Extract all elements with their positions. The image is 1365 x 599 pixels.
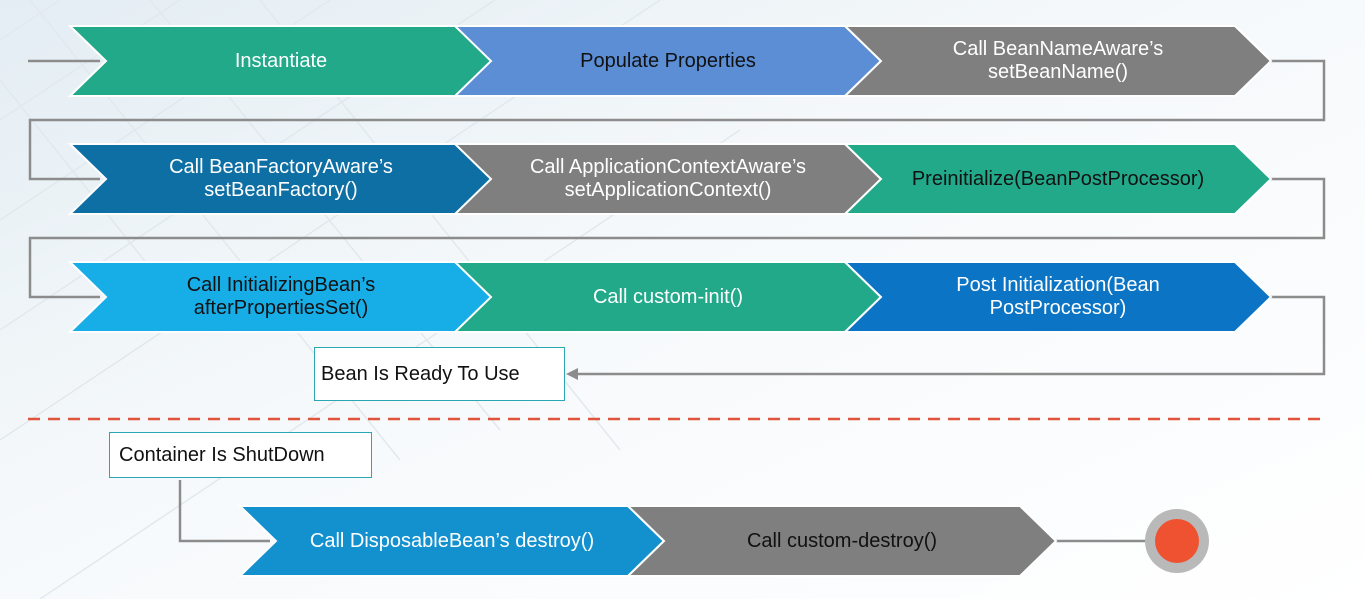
step-custom-destroy-chevron xyxy=(625,505,1058,577)
step-initializing-bean-chevron xyxy=(67,261,494,333)
row3-to-ready-connector xyxy=(575,295,1326,376)
step-disposable-bean-destroy-chevron xyxy=(237,505,666,577)
ready-arrowhead xyxy=(566,368,578,380)
container-shutdown-label: Container Is ShutDown xyxy=(119,443,325,466)
step-post-initialization-chevron xyxy=(842,261,1273,333)
bean-ready-label: Bean Is Ready To Use xyxy=(321,362,520,385)
row1-to-row2-connector xyxy=(28,59,1326,181)
bean-ready-box: Bean Is Ready To Use xyxy=(314,347,565,401)
step-bean-name-aware-chevron xyxy=(842,25,1273,97)
step-bean-factory-aware-chevron xyxy=(67,143,494,215)
row2-to-row3-connector xyxy=(28,177,1326,299)
container-shutdown-box: Container Is ShutDown xyxy=(109,432,372,478)
step-custom-init-chevron xyxy=(452,261,883,333)
step-populate-properties-chevron xyxy=(452,25,883,97)
step-app-context-aware-chevron xyxy=(452,143,883,215)
connector-lines xyxy=(28,59,1326,543)
end-marker xyxy=(1145,509,1209,573)
step-preinitialize-chevron xyxy=(842,143,1273,215)
shutdown-connector xyxy=(178,480,270,543)
step-instantiate-chevron xyxy=(67,25,494,97)
